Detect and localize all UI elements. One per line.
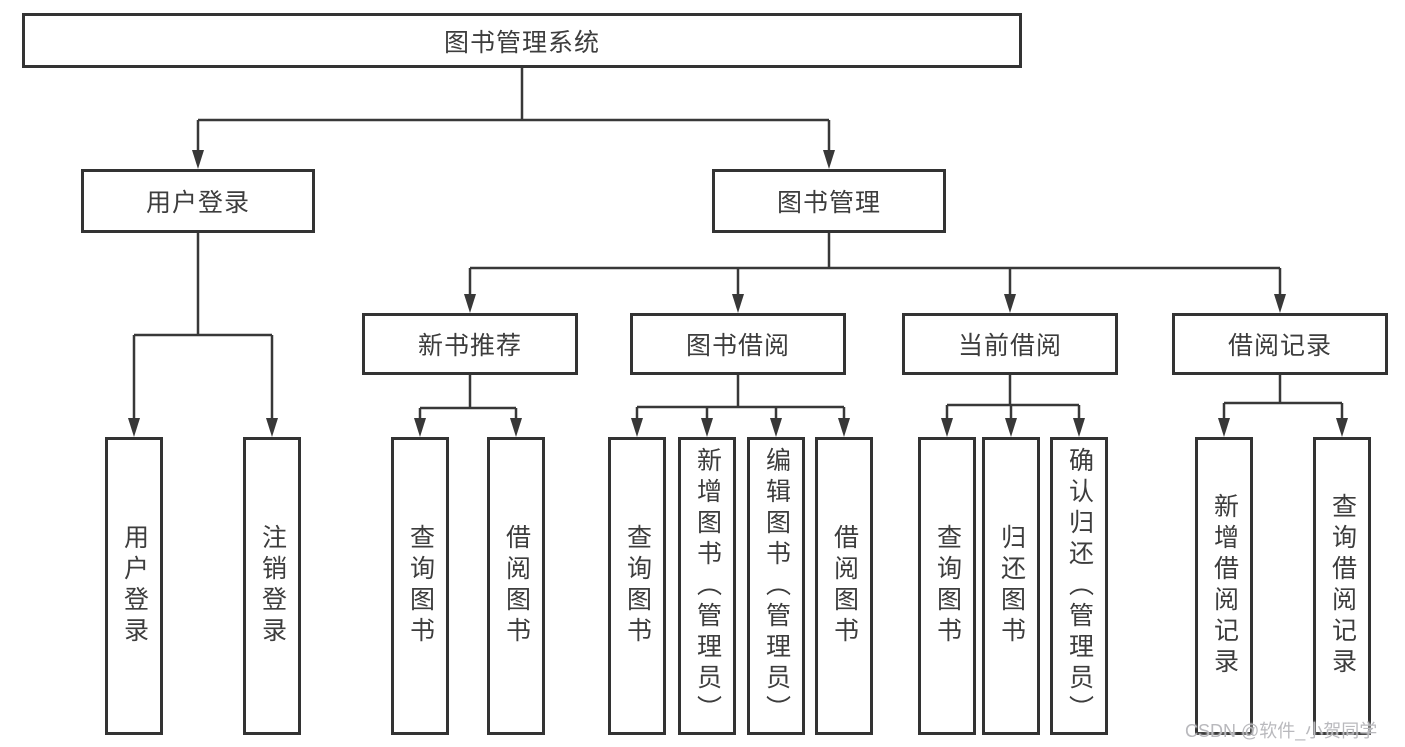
node-nbr-query-books: 查询图书 <box>391 437 449 735</box>
arrowheads <box>128 150 1348 437</box>
node-login-label: 用户登录 <box>120 524 149 648</box>
node-borrow-records: 借阅记录 <box>1172 313 1388 375</box>
node-user-login: 用户登录 <box>81 169 315 233</box>
node-cb-confirm-return-label: 确认归还（管理员） <box>1065 446 1094 726</box>
node-book-management: 图书管理 <box>712 169 946 233</box>
node-book-borrow: 图书借阅 <box>630 313 846 375</box>
node-bb-query-books: 查询图书 <box>608 437 666 735</box>
node-book-borrow-label: 图书借阅 <box>685 332 790 360</box>
node-bb-borrow-books: 借阅图书 <box>815 437 873 735</box>
node-br-query-record-label: 查询借阅记录 <box>1328 493 1357 679</box>
node-cb-confirm-return: 确认归还（管理员） <box>1050 437 1108 735</box>
node-cb-query-books-label: 查询图书 <box>933 524 962 648</box>
node-bb-edit-books-label: 编辑图书（管理员） <box>762 446 791 726</box>
node-bb-add-books: 新增图书（管理员） <box>678 437 736 735</box>
node-logout-label: 注销登录 <box>258 524 287 648</box>
csdn-watermark: CSDN @软件_小贺同学 <box>1185 721 1378 741</box>
node-nbr-query-books-label: 查询图书 <box>406 524 435 648</box>
node-nbr-borrow-books: 借阅图书 <box>487 437 545 735</box>
node-bb-query-books-label: 查询图书 <box>623 524 652 648</box>
node-cb-query-books: 查询图书 <box>918 437 976 735</box>
node-cb-return-books-label: 归还图书 <box>997 524 1026 648</box>
node-bb-borrow-books-label: 借阅图书 <box>830 524 859 648</box>
node-nbr-borrow-books-label: 借阅图书 <box>502 524 531 648</box>
connector-paths <box>132 68 1344 420</box>
node-user-login-label: 用户登录 <box>145 189 250 217</box>
node-book-management-label: 图书管理 <box>776 189 881 217</box>
node-root: 图书管理系统 <box>22 13 1022 68</box>
node-new-book-recommend: 新书推荐 <box>362 313 578 375</box>
node-cb-return-books: 归还图书 <box>982 437 1040 735</box>
node-root-label: 图书管理系统 <box>443 28 600 57</box>
node-bb-add-books-label: 新增图书（管理员） <box>693 446 722 726</box>
node-borrow-records-label: 借阅记录 <box>1227 332 1332 360</box>
node-login: 用户登录 <box>105 437 163 735</box>
node-new-book-recommend-label: 新书推荐 <box>417 332 522 360</box>
node-logout: 注销登录 <box>243 437 301 735</box>
node-bb-edit-books: 编辑图书（管理员） <box>747 437 805 735</box>
node-br-add-record: 新增借阅记录 <box>1195 437 1253 735</box>
node-br-query-record: 查询借阅记录 <box>1313 437 1371 735</box>
node-current-borrow: 当前借阅 <box>902 313 1118 375</box>
node-current-borrow-label: 当前借阅 <box>957 332 1062 360</box>
node-br-add-record-label: 新增借阅记录 <box>1210 493 1239 679</box>
